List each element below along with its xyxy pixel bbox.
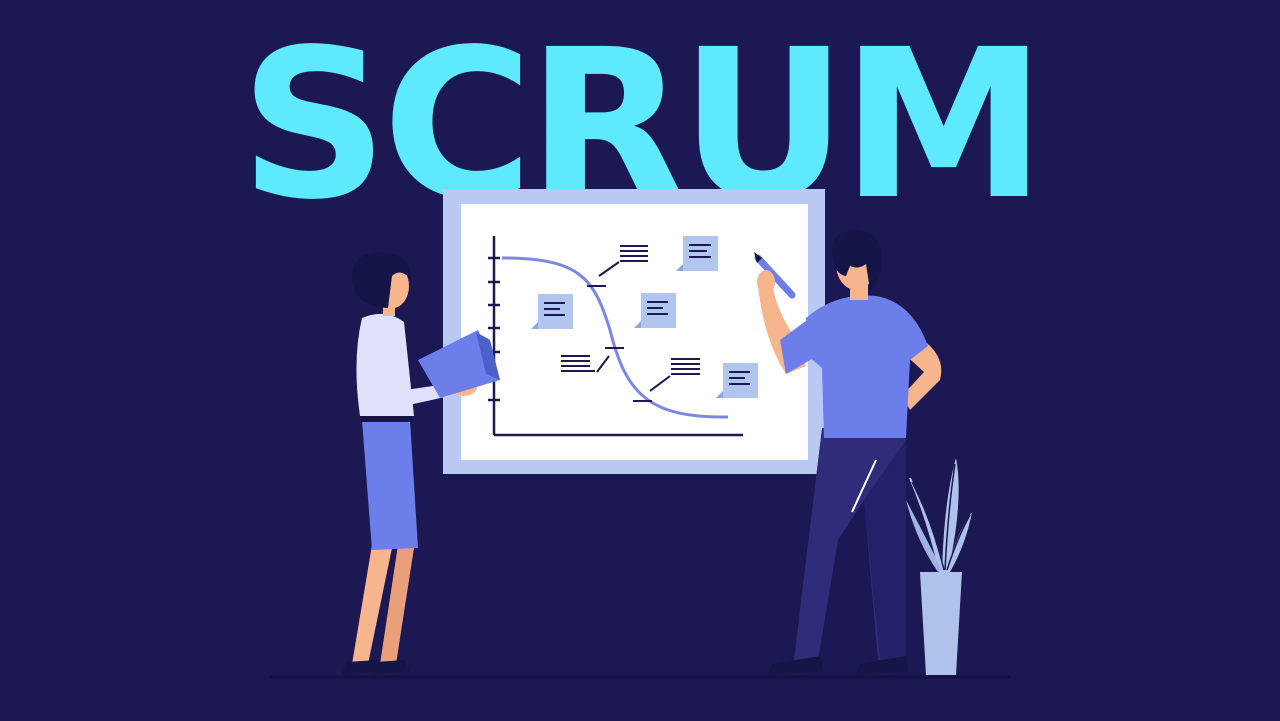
sticky-note-3 [634,293,676,328]
sticky-note-4 [716,363,758,398]
sticky-note-1 [676,236,718,271]
whiteboard [443,189,825,474]
woman-figure [342,252,500,674]
burndown-curve [501,256,729,419]
whiteboard-surface [461,204,808,460]
chart-axes [488,236,743,437]
annotation-callouts [561,245,700,402]
potted-plant [906,458,972,675]
man-figure [754,230,942,674]
sticky-note-2 [531,294,573,329]
